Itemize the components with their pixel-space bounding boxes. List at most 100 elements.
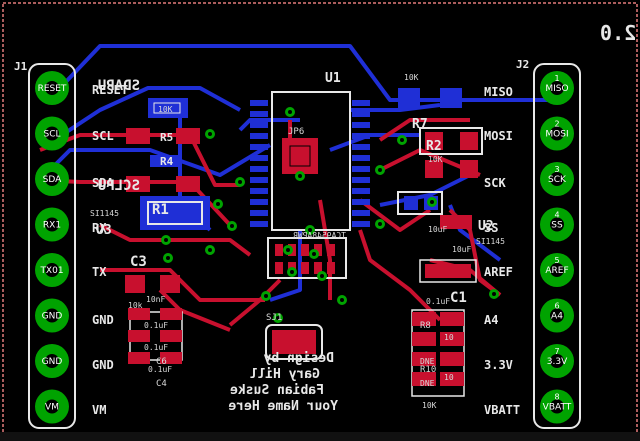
- left-header-pin-label: SCL: [43, 130, 60, 140]
- ref-r10: R10: [420, 365, 436, 375]
- right-header-pin-number: 4: [554, 211, 559, 220]
- signal-gnd-2: GND: [92, 358, 114, 372]
- right-header-pin-number: 6: [554, 302, 559, 311]
- signal-sda: SDA: [92, 176, 114, 190]
- right-header-hole: [550, 81, 564, 95]
- board-edge-bottom: [0, 432, 640, 441]
- right-header-pin-label: SS: [551, 221, 563, 231]
- signal-sck: SCK: [484, 176, 506, 190]
- signal-reset: RESET: [92, 83, 128, 97]
- credit-line-4: Your Name Here: [228, 399, 338, 414]
- val-01uf-a: 0.1uF: [144, 321, 168, 330]
- val-r10k-left: 10k: [128, 301, 143, 310]
- left-header-hole: [45, 81, 59, 95]
- u1-pads-right: [352, 100, 370, 227]
- signal-tx: TX: [92, 265, 107, 279]
- ref-c3: C3: [130, 254, 147, 270]
- board-title: 3DoT 6.43 Shield 2.0: [600, 21, 640, 45]
- right-header-hole: [550, 399, 564, 414]
- right-header-hole: [550, 308, 564, 323]
- ref-r2: R2: [426, 139, 442, 154]
- left-header-hole: [45, 399, 59, 414]
- right-header-hole: [550, 217, 564, 232]
- right-header-pin-label: VBATT: [543, 403, 572, 413]
- signal-scl: SCL: [92, 129, 114, 143]
- signal-vm: VM: [92, 403, 106, 417]
- ref-r1: R1: [152, 202, 169, 218]
- ref-si-right: SI1145: [476, 237, 505, 246]
- ref-r4: R4: [160, 155, 174, 168]
- val-r10k-r7: 10K: [404, 73, 419, 82]
- sj1-jumper: [265, 324, 323, 360]
- right-header-hole: [550, 354, 564, 368]
- left-header-hole: [45, 354, 59, 368]
- ref-c6: C6: [156, 357, 167, 367]
- left-header-hole: [45, 172, 59, 186]
- signal-aref: AREF: [484, 265, 513, 279]
- right-header-pin-label: MOSI: [545, 130, 568, 140]
- credit-line-2: Gary Hill: [250, 367, 320, 382]
- left-header-pin-label: GND: [42, 357, 63, 367]
- signal-vbatt: VBATT: [484, 403, 520, 417]
- signal-mosi: MOSI: [484, 129, 513, 143]
- right-header-pin-number: 1: [554, 74, 559, 83]
- left-header-hole: [45, 126, 59, 141]
- ref-r7: R7: [412, 117, 428, 132]
- left-header-hole: [45, 308, 59, 323]
- credits-block: Design by Gary Hill Fabian Suske Your Na…: [228, 351, 338, 414]
- left-header-pin-label: RESET: [38, 84, 67, 94]
- via-holes: [164, 110, 496, 320]
- ref-u1: U1: [325, 71, 341, 86]
- val-01uf-d: 0.1uF: [148, 365, 172, 374]
- left-header-hole: [45, 217, 59, 232]
- val-10nf: 10nF: [146, 295, 165, 304]
- right-header-pin-number: 7: [554, 347, 559, 356]
- smd-parts-right: [397, 88, 483, 397]
- ref-c1: C1: [450, 290, 467, 306]
- right-header-pin-number: 8: [554, 393, 559, 402]
- ref-sdapu: SDAPU: [98, 78, 140, 94]
- ref-u3-left: U3: [96, 223, 112, 238]
- u1-pads-left: [250, 100, 268, 227]
- val-r10-b: 10: [444, 373, 454, 382]
- right-header-pin-label: MISO: [545, 84, 568, 94]
- right-header-hole: [550, 263, 564, 277]
- left-header-pin-label: SDA: [43, 175, 62, 185]
- signal-ss: SS: [484, 221, 498, 235]
- signal-3v3: 3.3V: [484, 358, 513, 372]
- ref-c4: C4: [156, 379, 167, 389]
- val-dne-a: DNE: [420, 357, 435, 366]
- left-header-pin-label: VM: [45, 403, 59, 413]
- right-header-pin-label: SCK: [548, 175, 567, 185]
- right-header-pin-number: 2: [554, 120, 559, 129]
- right-header-pin-number: 3: [554, 165, 559, 174]
- right-header-pin-label: AREF: [545, 266, 568, 276]
- label-j1: J1: [14, 60, 28, 73]
- right-header-pin-label: A4: [551, 312, 563, 322]
- val-r10k-r2: 10K: [428, 155, 443, 164]
- u1-chip: [250, 91, 370, 279]
- signal-rx: RX: [92, 221, 107, 235]
- val-r10-a: 10: [444, 333, 454, 342]
- val-dne-b: DNE: [420, 379, 435, 388]
- val-10uf-c2: 10uF: [428, 225, 447, 234]
- left-header-hole: [45, 263, 59, 277]
- signal-a4: A4: [484, 313, 498, 327]
- ref-r8: R8: [420, 321, 431, 331]
- right-header-hole: [550, 172, 564, 186]
- val-r10k-bottom: 10K: [422, 401, 437, 410]
- right-header-pin-number: 5: [554, 256, 559, 265]
- left-header-outline: [28, 63, 76, 429]
- ref-si-left: SI1145: [90, 209, 119, 218]
- ref-r5: R5: [160, 131, 173, 144]
- val-01uf-c: 0.1uF: [426, 297, 450, 306]
- val-01uf-b: 0.1uF: [144, 343, 168, 352]
- left-header-pin-label: TX01: [39, 266, 63, 276]
- right-header-pin-label: 3.3V: [547, 357, 568, 367]
- label-j2: J2: [516, 58, 529, 71]
- credit-line-1: Design by: [263, 351, 334, 366]
- smd-parts-left: [125, 98, 210, 364]
